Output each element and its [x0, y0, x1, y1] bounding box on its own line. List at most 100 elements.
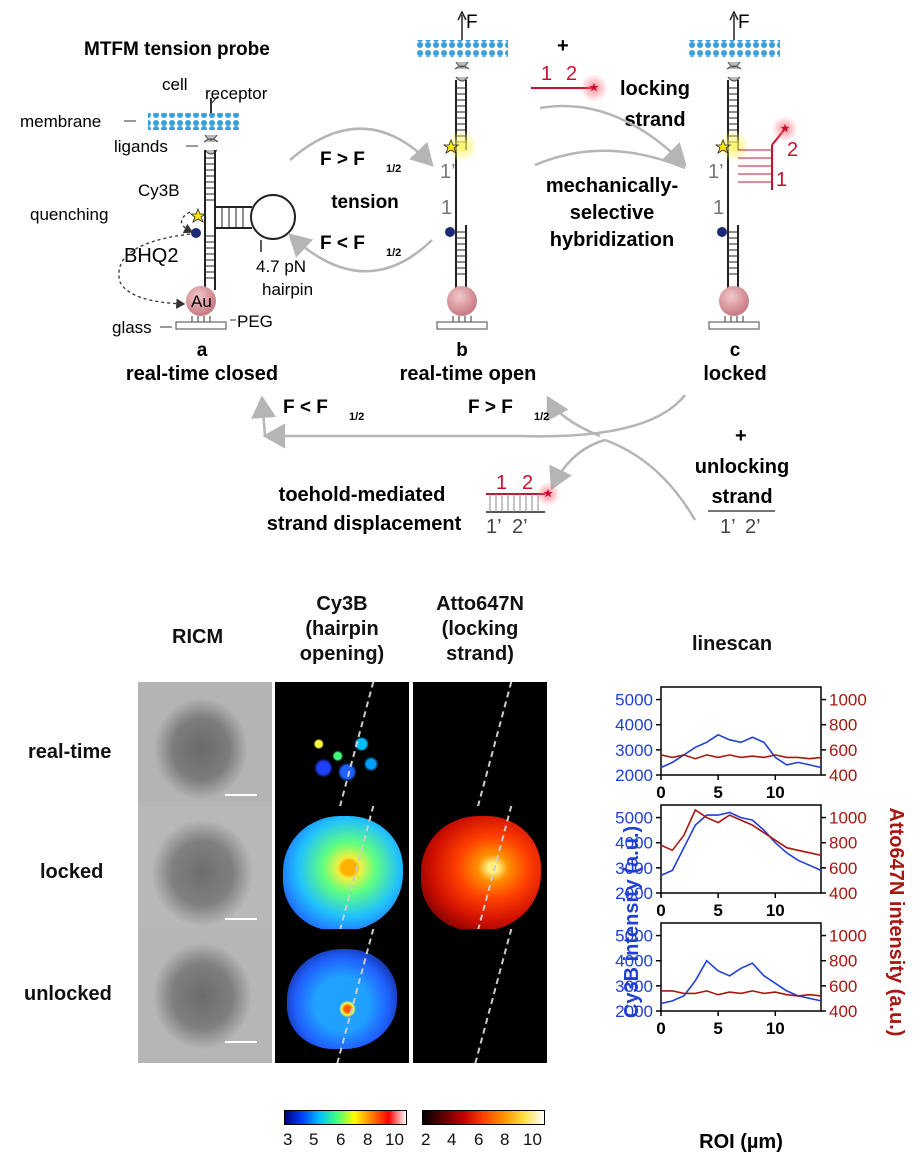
label-unlock-2p: 2’ [745, 516, 761, 538]
membrane-a [148, 113, 240, 130]
state-c-letter: c [730, 340, 741, 361]
left-tick-label-1-1: 4000 [615, 834, 653, 853]
label-membrane: membrane [20, 112, 101, 131]
label-au: Au [191, 292, 212, 311]
label-locking-strand-1: locking [620, 78, 690, 100]
left-tick-label-0-2: 3000 [615, 741, 653, 760]
col-header-cy3b-line1: Cy3B [316, 593, 368, 615]
right-tick-label-2-1: 800 [829, 952, 857, 971]
arrow-b-to-c-bottom [534, 149, 686, 170]
colorbar-atto-tick-2: 6 [474, 1130, 484, 1149]
left-tick-label-2-3: 2000 [615, 1002, 653, 1021]
row-label-real-time: real-time [28, 741, 112, 763]
atto-image-unlocked [413, 929, 547, 1063]
label-toehold-2: 2 [522, 472, 533, 494]
colorbar-atto-tick-4: 10 [523, 1130, 542, 1149]
left-tick-label-2-0: 5000 [615, 927, 653, 946]
cy3b-star-icon [189, 207, 207, 223]
label-ab-top: F > F [320, 149, 365, 170]
label-hairpin: hairpin [262, 280, 313, 299]
arrow-b-to-c-top [539, 104, 687, 167]
label-return-left: F < F [283, 397, 328, 418]
label-bhq2: BHQ2 [124, 245, 178, 267]
label-msh-2: selective [570, 202, 655, 224]
cy3b-image-locked [275, 806, 409, 940]
label-plus-locking: + [557, 35, 569, 57]
right-tick-label-2-3: 400 [829, 1002, 857, 1021]
cy3b-star-icon-b [442, 138, 460, 154]
label-force-c: F [738, 12, 750, 33]
label-unlock-1p: 1’ [720, 516, 736, 538]
x-tick-label-1-1: 5 [713, 901, 722, 920]
label-locking-1: 1 [541, 63, 552, 85]
label-cy3b: Cy3B [138, 181, 180, 200]
right-axis-title: Atto647N intensity (a.u.) [885, 808, 907, 1037]
col-header-ricm: RICM [172, 626, 224, 648]
cy3b-image-unlocked [275, 929, 409, 1063]
label-ligands: ligands [114, 137, 168, 156]
colorbar-cy3b-tick-4: 10 [385, 1130, 404, 1149]
left-tick-label-0-1: 4000 [615, 716, 653, 735]
label-force-b: F [466, 12, 478, 33]
label-toehold-2p: 2’ [512, 516, 528, 538]
right-tick-label-1-2: 600 [829, 859, 857, 878]
right-tick-label-0-1: 800 [829, 716, 857, 735]
label-ab-bot: F < F [320, 233, 365, 254]
label-unlocking-2: strand [711, 486, 772, 508]
label-ab-top-sub: 1/2 [386, 163, 401, 175]
label-ab-mid: tension [331, 192, 399, 213]
probe-a-closed [118, 95, 296, 330]
colorbar-atto-tick-0: 2 [421, 1130, 431, 1149]
state-a-letter: a [197, 340, 208, 361]
state-b-name: real-time open [400, 363, 537, 385]
arrow-unlocking [604, 438, 697, 521]
label-hairpin-force: 4.7 pN [256, 257, 306, 276]
x-tick-label-0-2: 10 [766, 783, 785, 802]
label-return-left-sub: 1/2 [349, 411, 364, 423]
label-domain-1p-c: 1’ [708, 161, 724, 183]
label-toehold-1: 1 [496, 472, 507, 494]
left-tick-label-2-2: 3000 [615, 977, 653, 996]
schematic-title: MTFM tension probe [84, 39, 270, 60]
ricm-image-real-time [138, 682, 272, 816]
linescan-title: linescan [692, 633, 773, 655]
arrow-to-toehold [549, 438, 606, 491]
label-toehold-1p: 1’ [486, 516, 502, 538]
atto-image-real-time [413, 682, 547, 816]
label-toehold-text-1: toehold-mediated [279, 484, 446, 506]
label-quenching: quenching [30, 205, 108, 224]
right-tick-label-2-2: 600 [829, 977, 857, 996]
x-tick-label-1-2: 10 [766, 901, 785, 920]
colorbar-cy3b-tick-2: 6 [336, 1130, 346, 1149]
x-tick-label-0-1: 5 [713, 783, 722, 802]
label-msh-1: mechanically- [546, 175, 678, 197]
series-line-cy3b-1 [660, 811, 822, 877]
colorbar-atto-tick-3: 8 [500, 1130, 510, 1149]
ricm-image-locked [138, 806, 272, 940]
col-header-cy3b-line2: (hairpin [305, 618, 379, 640]
right-tick-label-0-0: 1000 [829, 691, 867, 710]
ricm-image-unlocked [138, 929, 272, 1063]
series-line-atto647n-0 [660, 754, 822, 760]
col-header-atto-line2: (locking [441, 618, 519, 640]
label-msh-3: hybridization [550, 229, 674, 251]
right-tick-label-0-3: 400 [829, 766, 857, 785]
state-c-name: locked [703, 363, 766, 385]
right-tick-label-2-0: 1000 [829, 927, 867, 946]
arrow-to-b-return [546, 395, 601, 438]
label-domain-1p-b: 1’ [440, 161, 456, 183]
left-tick-label-1-3: 2000 [615, 884, 653, 903]
linescan-charts: 5000 4000 3000 2000 1000 800 600 4000 5 10 5000 400… [615, 686, 907, 1153]
col-header-atto: Atto647N (locking strand) [410, 592, 550, 667]
row-label-unlocked: unlocked [24, 983, 112, 1005]
col-header-cy3b-line3: opening) [299, 643, 385, 665]
x-axis-title: ROI (µm) [699, 1131, 783, 1153]
plot-frame-2 [660, 922, 822, 1012]
colorbar-cy3b [284, 1110, 407, 1125]
label-toehold-text-2: strand displacement [267, 513, 462, 535]
left-tick-label-0-0: 5000 [615, 691, 653, 710]
series-line-cy3b-2 [660, 959, 822, 1005]
colorbar-cy3b-tick-3: 8 [363, 1130, 373, 1149]
right-tick-label-1-1: 800 [829, 834, 857, 853]
label-locking-strand-2: strand [624, 109, 685, 131]
